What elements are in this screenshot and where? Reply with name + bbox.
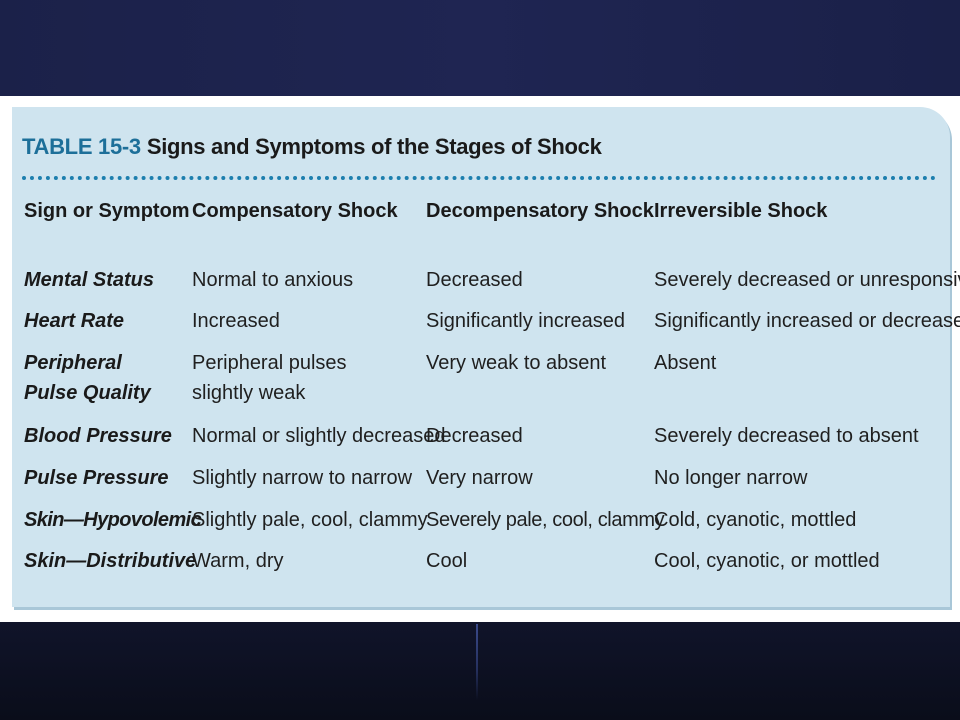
cell-blood-pressure-irreversible: Severely decreased to absent <box>654 425 919 447</box>
table-name: Signs and Symptoms of the Stages of Shoc… <box>146 134 602 159</box>
cell-skin-hypovolemic-compensatory: Slightly pale, cool, clammy <box>192 509 428 531</box>
cell-skin-distributive-decompensatory: Cool <box>426 550 468 572</box>
row-label-pulse-pressure: Pulse Pressure <box>24 467 169 489</box>
slide-bottom-band <box>0 622 960 720</box>
table-number: TABLE 15-3 <box>22 134 141 159</box>
cell-heart-rate-decompensatory: Significantly increased <box>426 310 625 332</box>
cell-blood-pressure-compensatory: Normal or slightly decreased <box>192 425 446 447</box>
row-label-mental-status: Mental Status <box>24 269 155 291</box>
cell-peripheral-pulse-irreversible: Absent <box>654 352 717 374</box>
cell-peripheral-pulse-decompensatory: Very weak to absent <box>426 352 607 374</box>
column-header-sign: Sign or Symptom <box>24 200 190 222</box>
slide-divider-line <box>476 624 478 700</box>
row-label-heart-rate: Heart Rate <box>24 310 125 332</box>
row-label-blood-pressure: Blood Pressure <box>24 425 172 447</box>
cell-pulse-pressure-irreversible: No longer narrow <box>654 467 808 489</box>
cell-pulse-pressure-compensatory: Slightly narrow to narrow <box>192 467 413 489</box>
column-header-compensatory: Compensatory Shock <box>192 200 398 222</box>
cell-peripheral-pulse-compensatory: Peripheral pulses slightly weak <box>192 352 347 404</box>
row-label-skin-distributive: Skin—Distributive <box>24 550 197 572</box>
cell-skin-hypovolemic-irreversible: Cold, cyanotic, mottled <box>654 509 857 531</box>
cell-mental-status-compensatory: Normal to anxious <box>192 269 354 291</box>
cell-skin-hypovolemic-decompensatory: Severely pale, cool, clammy <box>426 509 665 531</box>
cell-blood-pressure-decompensatory: Decreased <box>426 425 523 447</box>
cell-pulse-pressure-decompensatory: Very narrow <box>426 467 533 489</box>
cell-mental-status-decompensatory: Decreased <box>426 269 523 291</box>
cell-mental-status-irreversible: Severely decreased or unresponsive <box>654 269 960 291</box>
table-card <box>12 107 950 607</box>
column-header-irreversible: Irreversible Shock <box>654 200 828 222</box>
cell-heart-rate-compensatory: Increased <box>192 310 280 332</box>
cell-skin-distributive-compensatory: Warm, dry <box>192 550 284 572</box>
table-dotted-rule <box>22 176 936 180</box>
cell-heart-rate-irreversible: Significantly increased or decreased <box>654 310 960 332</box>
row-label-peripheral-pulse-quality: Peripheral Pulse Quality <box>24 352 151 404</box>
cell-skin-distributive-irreversible: Cool, cyanotic, or mottled <box>654 550 880 572</box>
slide-top-band <box>0 0 960 96</box>
column-header-decompensatory: Decompensatory Shock <box>426 200 654 222</box>
row-label-skin-hypovolemic: Skin—Hypovolemic <box>24 509 202 531</box>
